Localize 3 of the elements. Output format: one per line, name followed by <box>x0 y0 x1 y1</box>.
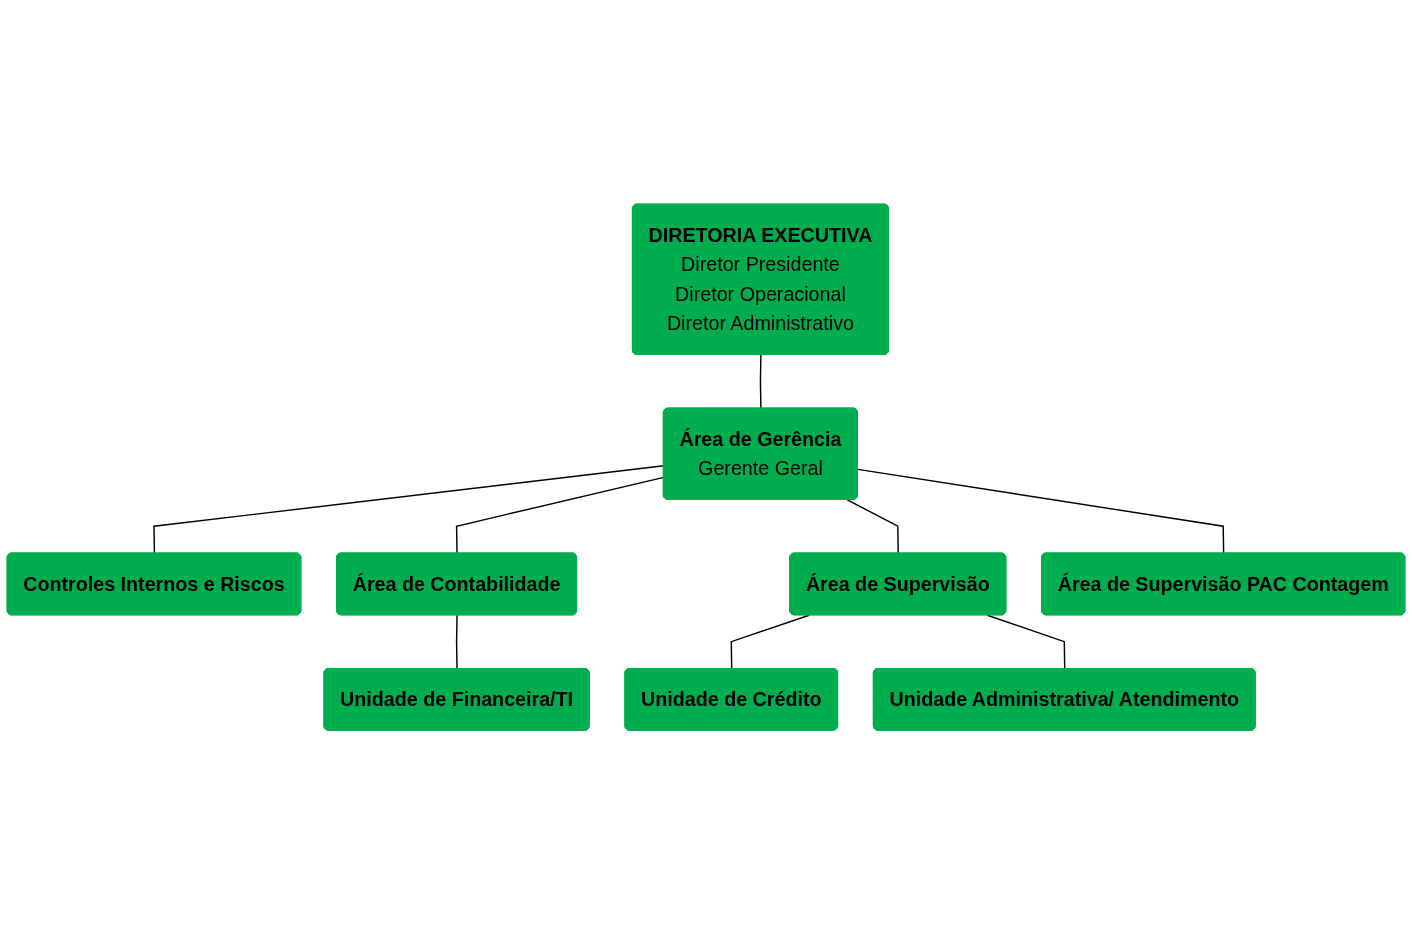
connector <box>986 614 1066 670</box>
connector <box>730 614 810 670</box>
connector <box>455 614 458 670</box>
